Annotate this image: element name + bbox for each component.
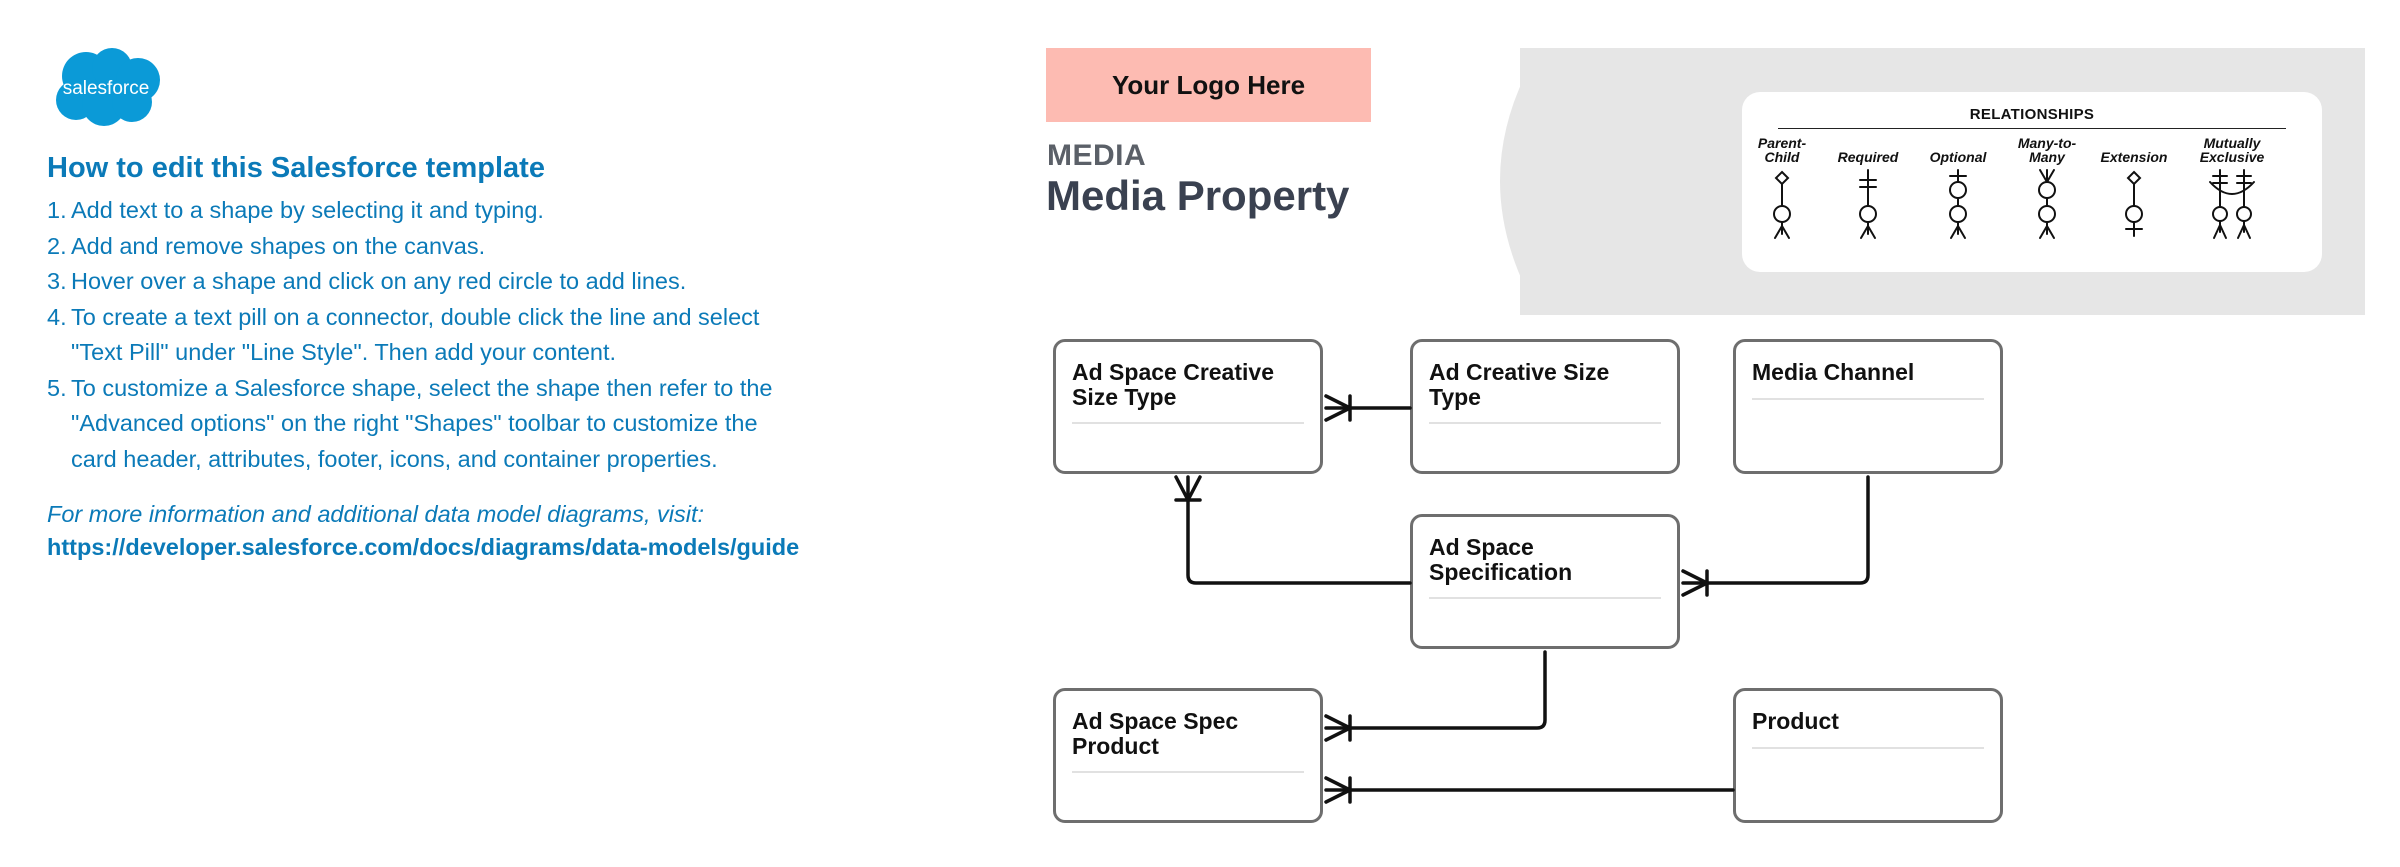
legend-label-line: Mutually [2203,135,2261,151]
instruction-step: 2.Add and remove shapes on the canvas. [47,229,907,265]
optional-notation-icon [1949,169,1967,239]
legend-label-line: Parent- [1757,135,1807,151]
entity-divider [1072,771,1304,773]
step-number: 5. [47,374,67,401]
step-line: Add and remove shapes on the canvas. [71,232,486,259]
header-band-curve [1500,48,1600,315]
legend-label-line: Required [1837,149,1899,165]
extension-notation-icon [2125,170,2143,237]
instructions-list: 1.Add text to a shape by selecting it an… [47,193,907,477]
instruction-step: 5.To customize a Salesforce shape, selec… [47,371,907,478]
step-number: 4. [47,303,67,330]
legend-label: Extension [2094,136,2174,164]
step-text: Add and remove shapes on the canvas. [71,229,907,265]
entity-divider [1752,398,1984,400]
step-number: 3. [47,268,67,294]
step-line: "Advanced options" on the right "Shapes"… [71,410,758,436]
diagram-title: Media Property [1046,172,1350,219]
legend-label: Many-to-Many [2007,136,2087,164]
legend-label-line: Extension [2100,149,2168,165]
many-to-many-notation-icon [2038,169,2056,239]
entity-product[interactable]: Product [1733,688,2003,823]
entity-divider [1429,422,1661,424]
legend-label-line: Many [2029,149,2065,165]
mutually-exclusive-notation-icon [2209,169,2255,239]
connector-creative-size[interactable] [1324,394,1412,422]
required-notation-icon [1859,169,1877,239]
step-number: 2. [47,232,67,259]
legend-item-many-to-many: Many-to-Many [2007,136,2087,242]
step-line: To customize a Salesforce shape, select … [71,374,773,401]
instruction-step: 4.To create a text pill on a connector, … [47,300,907,371]
legend-divider [1778,128,2286,129]
instruction-step: 3.Hover over a shape and click on any re… [47,264,907,300]
category-label: MEDIA [1047,139,1147,172]
entity-name: Product [1752,708,1839,734]
legend-label-line: Optional [1929,149,1987,165]
connector-channel-to-spec[interactable] [1681,475,1870,597]
entity-divider [1752,747,1984,749]
guide-link[interactable]: https://developer.salesforce.com/docs/di… [47,534,800,560]
step-text: Add text to a shape by selecting it and … [71,193,907,229]
salesforce-logo: salesforce [46,46,166,130]
entity-divider [1072,422,1304,424]
more-info-text: For more information and additional data… [47,501,705,527]
step-text: To customize a Salesforce shape, select … [71,371,907,478]
connector-spec-to-creative-size[interactable] [1174,475,1412,585]
connector-product-to-spec-product[interactable] [1324,776,1735,804]
legend-item-required: Required [1828,136,1908,242]
legend-label: Required [1828,136,1908,164]
legend-label-line: Many-to- [2017,135,2077,151]
entity-divider [1429,597,1661,599]
connector-spec-to-spec-product[interactable] [1324,650,1547,742]
step-text: To create a text pill on a connector, do… [71,300,907,371]
step-line: Hover over a shape and click on any red … [71,268,687,294]
parent-child-notation-icon [1773,170,1791,239]
relationships-legend: RELATIONSHIPS Parent-Child Required Option… [1742,92,2322,272]
legend-label: Optional [1918,136,1998,164]
legend-item-parent-child: Parent-Child [1742,136,1822,242]
legend-label: Parent-Child [1742,136,1822,164]
legend-label-line: Child [1764,149,1800,165]
entity-media-channel[interactable]: Media Channel [1733,339,2003,474]
legend-label-line: Exclusive [2199,149,2265,165]
legend-item-extension: Extension [2094,136,2174,242]
entity-name: Media Channel [1752,359,1915,385]
legend-title: RELATIONSHIPS [1969,106,2095,123]
instruction-step: 1.Add text to a shape by selecting it an… [47,193,907,229]
step-number: 1. [47,197,67,223]
step-line: To create a text pill on a connector, do… [71,303,760,330]
step-line: Add text to a shape by selecting it and … [71,197,544,223]
logo-placeholder[interactable]: Your Logo Here [1046,48,1371,122]
logo-wordmark: salesforce [63,78,150,99]
step-line: card header, attributes, footer, icons, … [71,445,718,472]
legend-item-optional: Optional [1918,136,1998,242]
step-line: "Text Pill" under "Line Style". Then add… [71,339,617,365]
instructions-title: How to edit this Salesforce template [47,152,545,184]
step-text: Hover over a shape and click on any red … [71,264,907,300]
